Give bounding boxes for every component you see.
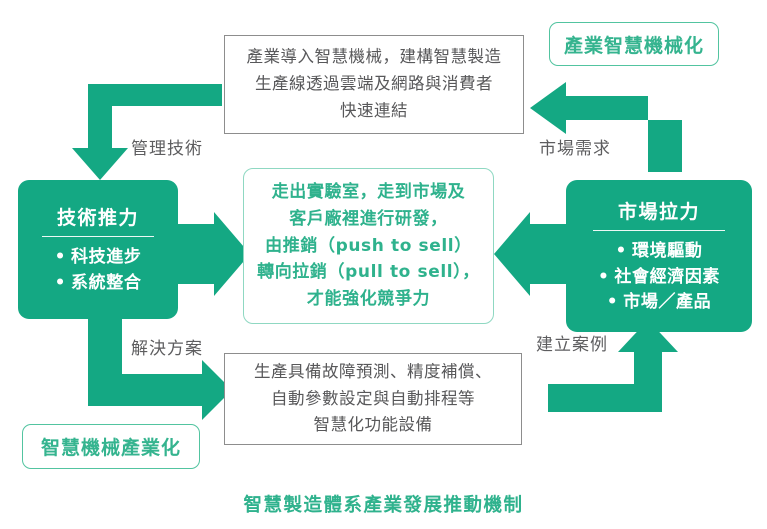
label-solution: 解決方案	[131, 334, 203, 359]
label-management-technology-text: 管理技術	[131, 139, 203, 159]
panel-market-pull[interactable]: 市場拉力 環境驅動 社會經濟因素 市場／產品	[566, 180, 752, 332]
label-management-technology: 管理技術	[131, 134, 203, 159]
box-bottom-statement[interactable]: 生產具備故障預測、精度補償、 自動參數設定與自動排程等 智慧化功能設備	[224, 353, 522, 445]
arrow-tech-to-center	[178, 212, 250, 296]
box-bottom-text: 生產具備故障預測、精度補償、 自動參數設定與自動排程等 智慧化功能設備	[254, 361, 492, 435]
tag-smart-machinery-industrialization[interactable]: 智慧機械產業化	[22, 424, 200, 469]
diagram-caption-text: 智慧製造體系產業發展推動機制	[243, 495, 524, 516]
panel-technology-push-list: 科技進步 系統整合	[55, 245, 142, 296]
panel-technology-push[interactable]: 技術推力 科技進步 系統整合	[18, 180, 178, 319]
list-item: 系統整合	[55, 271, 142, 297]
list-item: 科技進步	[55, 245, 142, 271]
panel-divider	[41, 235, 155, 238]
tag-top-right-label: 產業智慧機械化	[563, 34, 704, 57]
tag-industry-smart-machinery[interactable]: 產業智慧機械化	[549, 22, 719, 66]
label-build-case: 建立案例	[536, 330, 608, 355]
label-solution-text: 解決方案	[131, 339, 203, 359]
panel-market-pull-list: 環境驅動 社會經濟因素 市場／產品	[598, 239, 720, 316]
label-market-demand-text: 市場需求	[539, 139, 611, 159]
arrow-market-to-center	[494, 212, 566, 296]
list-item: 市場／產品	[598, 290, 720, 316]
arrow-management-technology	[72, 84, 222, 180]
list-item: 環境驅動	[598, 239, 720, 265]
box-center-statement[interactable]: 走出實驗室，走到市場及 客戶廠裡進行研發， 由推銷（push to sell） …	[243, 168, 494, 324]
label-market-demand: 市場需求	[539, 134, 611, 159]
label-build-case-text: 建立案例	[536, 335, 608, 355]
panel-market-pull-title: 市場拉力	[617, 200, 700, 223]
panel-divider	[592, 229, 726, 231]
box-top-text: 產業導入智慧機械，建構智慧製造 生產線透過雲端及網路與消費者 快速連結	[246, 47, 502, 120]
diagram-caption: 智慧製造體系產業發展推動機制	[0, 491, 767, 517]
box-center-text: 走出實驗室，走到市場及 客戶廠裡進行研發， 由推銷（push to sell） …	[257, 181, 480, 310]
tag-bottom-left-label: 智慧機械產業化	[40, 437, 181, 459]
list-item: 社會經濟因素	[598, 265, 720, 291]
panel-technology-push-title: 技術推力	[56, 206, 139, 229]
box-top-statement[interactable]: 產業導入智慧機械，建構智慧製造 生產線透過雲端及網路與消費者 快速連結	[224, 35, 524, 134]
